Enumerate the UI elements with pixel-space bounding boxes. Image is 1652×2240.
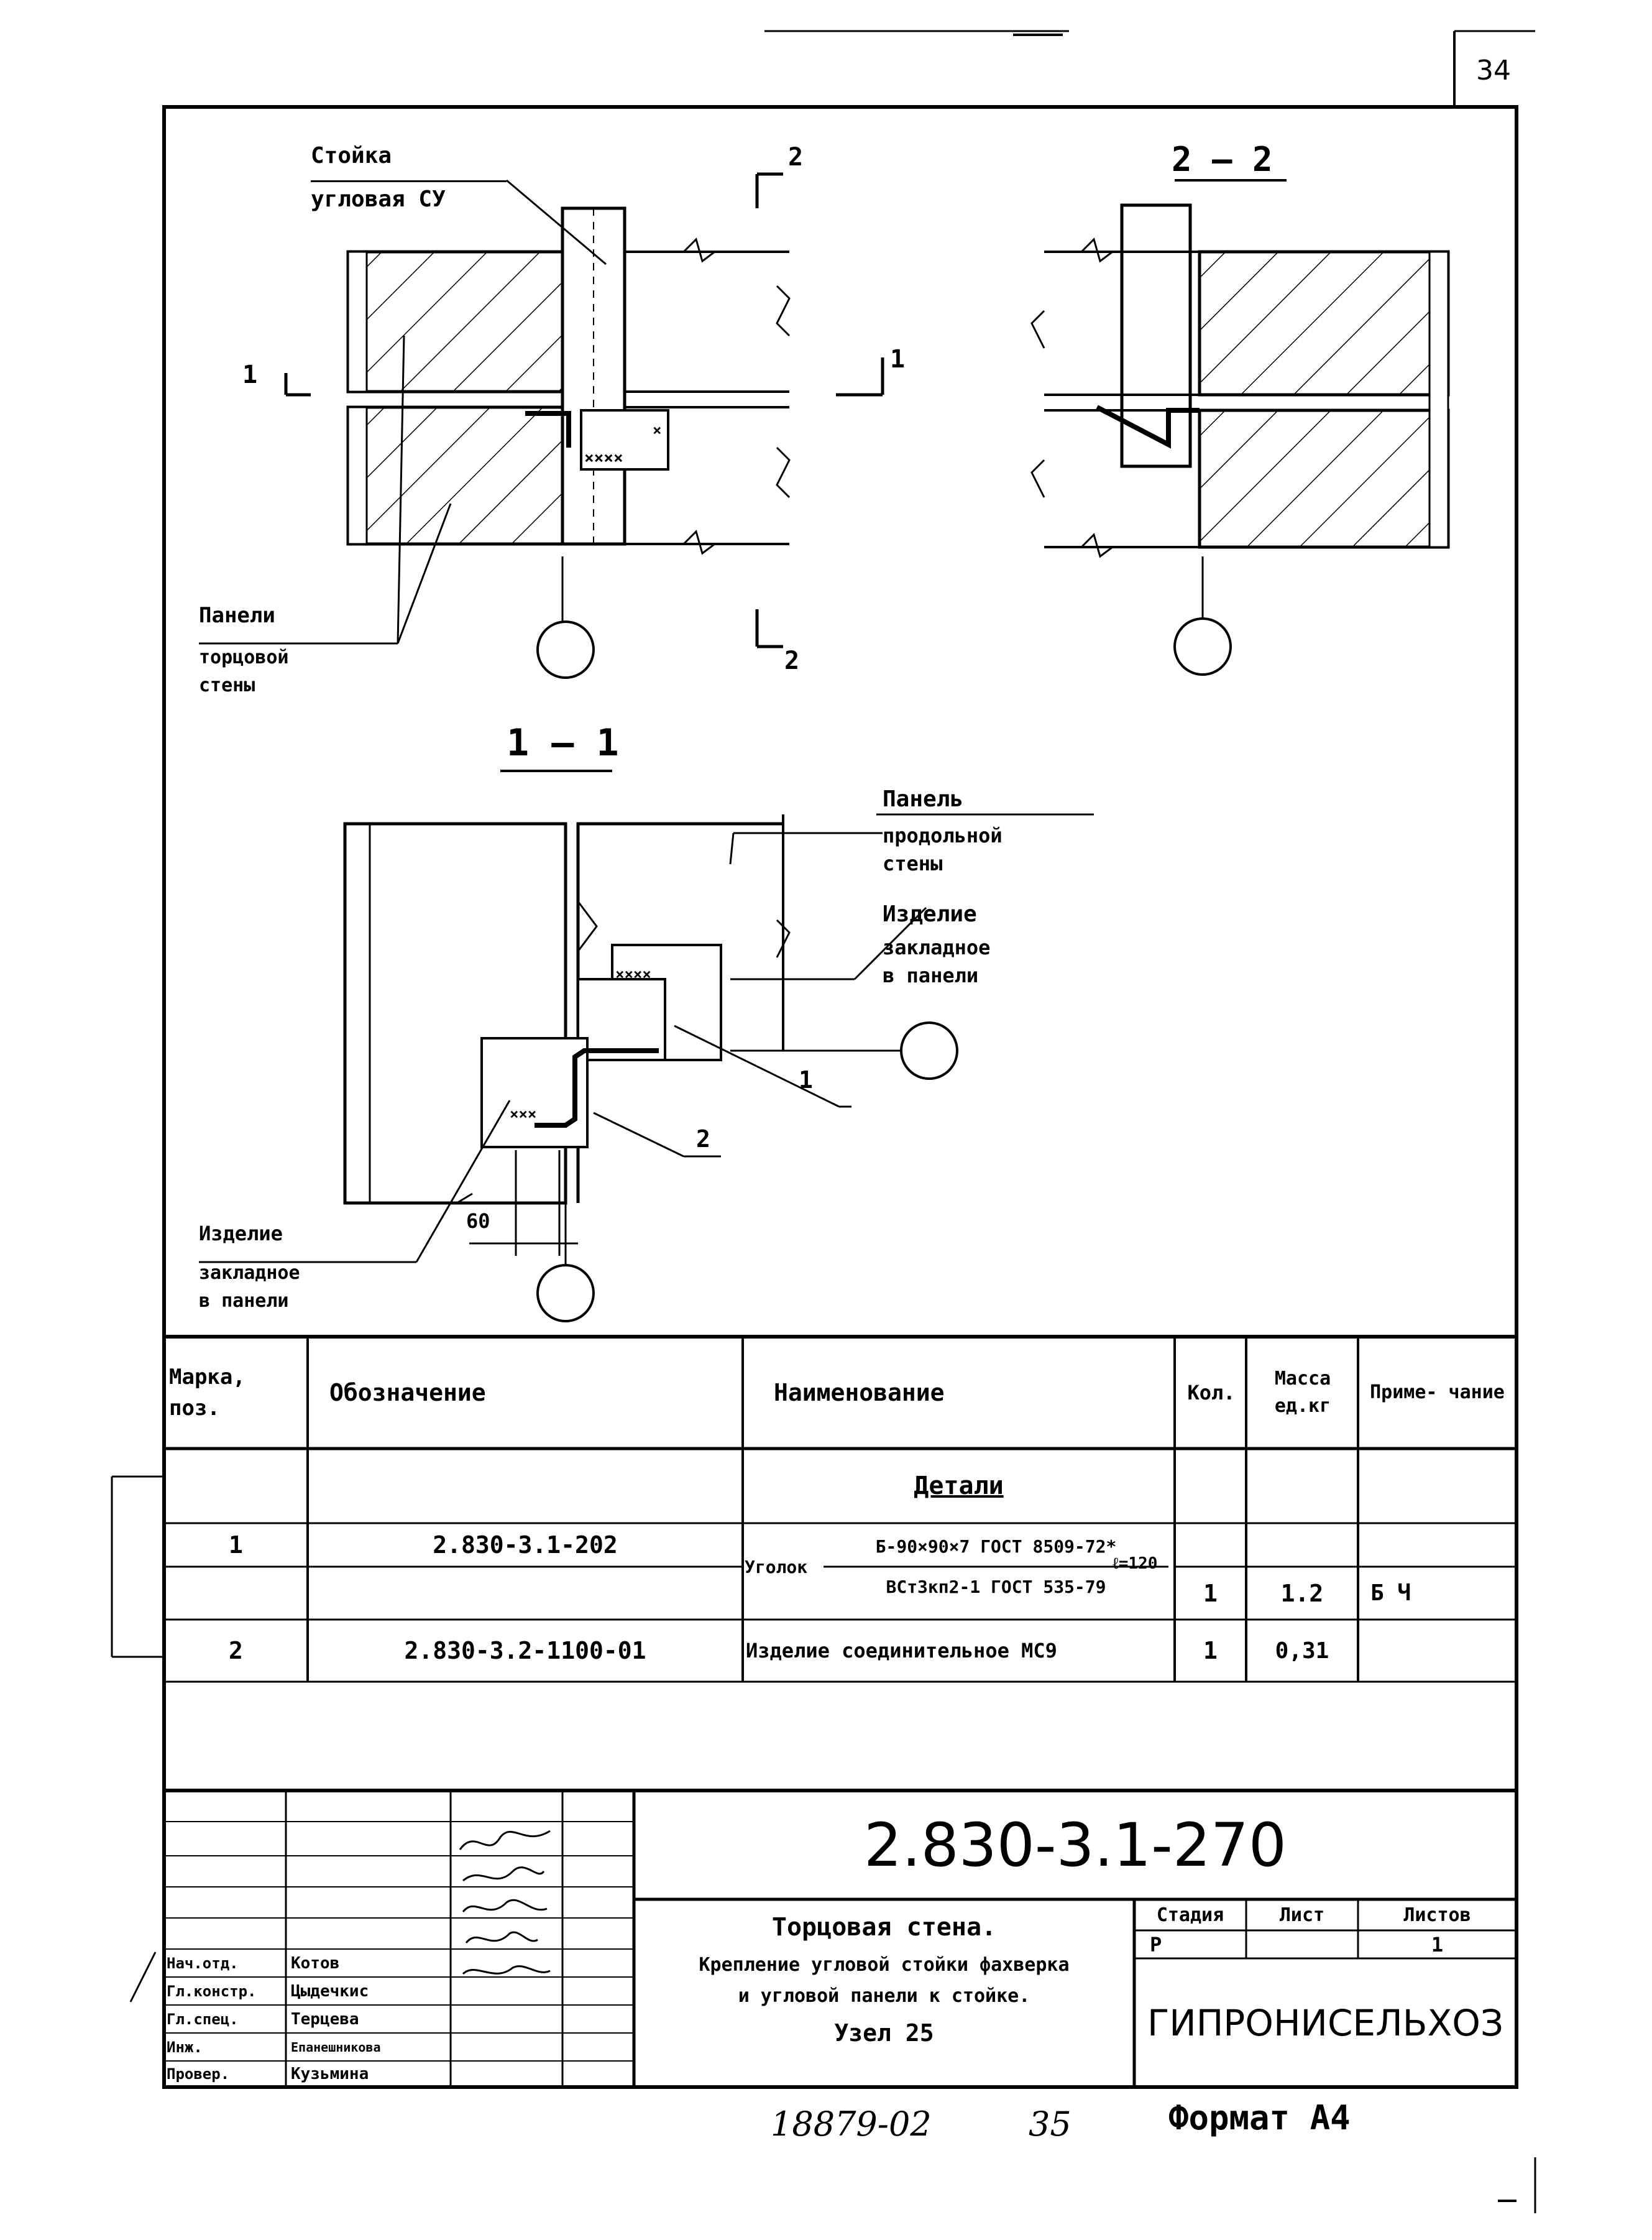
- handwritten-number: 18879-02: [771, 2104, 932, 2144]
- label-post-line1: Стойка: [311, 143, 392, 168]
- header-qty: Кол.: [1187, 1381, 1236, 1404]
- section-1-1-drawing: ×××× ×××: [199, 770, 1094, 1322]
- callout-2: 2: [696, 1125, 710, 1153]
- stage-label: Стадия: [1156, 1904, 1224, 1926]
- header-designation: Обозначение: [329, 1379, 486, 1406]
- row1-name-length: ℓ=120: [1113, 1554, 1158, 1573]
- section-2-2-drawing: [1030, 179, 1450, 676]
- cut-mark-2-bottom: 2: [784, 647, 800, 675]
- label-post-underline: [311, 180, 507, 182]
- row1-name-top: Б-90×90×7 ГОСТ 8509-72*: [875, 1536, 1117, 1557]
- row2-designation: 2.830-3.2-1100-01: [404, 1637, 646, 1664]
- row1-name-prefix: Уголок: [745, 1556, 808, 1577]
- page-reference: 35: [1029, 2104, 1072, 2144]
- header-mass: Масса ед.кг: [1274, 1368, 1331, 1417]
- header-name: Наименование: [774, 1379, 945, 1406]
- role-5: Провер.: [167, 2065, 230, 2083]
- svg-text:×: ×: [653, 422, 661, 439]
- label-embed-left-3: в панели: [199, 1290, 289, 1312]
- svg-text:××××: ××××: [584, 449, 623, 468]
- label-post-line2: угловая СУ: [311, 187, 446, 212]
- title-line-1: Торцовая стена.: [771, 1913, 997, 1942]
- row1-name-bottom: ВСт3кп2-1 ГОСТ 535-79: [886, 1577, 1106, 1597]
- label-embed-left-2: закладное: [199, 1262, 300, 1284]
- sheets-value: 1: [1431, 1932, 1444, 1957]
- name-3: Терцева: [291, 2009, 359, 2029]
- section-title-2-2: 2 – 2: [1172, 140, 1273, 179]
- label-embed-right-2: закладное: [883, 936, 991, 959]
- row2-qty: 1: [1203, 1637, 1218, 1664]
- cut-mark-2-top: 2: [788, 143, 804, 172]
- section-title-details: Детали: [914, 1472, 1004, 1500]
- label-embed-left-1: Изделие: [199, 1222, 283, 1245]
- role-3: Гл.спец.: [167, 2010, 239, 2028]
- label-end-panel-1: Панели: [199, 603, 275, 628]
- format-label: Формат А4: [1168, 2098, 1351, 2137]
- title-block-grid: [164, 1789, 1517, 2087]
- label-embed-right-3: в панели: [883, 964, 979, 987]
- title-line-2: Крепление угловой стойки фахверка: [699, 1953, 1070, 1976]
- row1-qty: 1: [1203, 1579, 1218, 1607]
- row2-mass: 0,31: [1275, 1638, 1329, 1664]
- svg-text:××××: ××××: [615, 966, 651, 983]
- name-1: Котов: [291, 1953, 340, 1973]
- label-end-panel-3: стены: [199, 675, 255, 696]
- role-1: Нач.отд.: [167, 1954, 239, 1972]
- sheet-value: [1246, 1930, 1358, 1958]
- row1-note: Б Ч: [1370, 1580, 1411, 1606]
- label-long-panel-1: Панель: [883, 786, 964, 812]
- row1-designation: 2.830-3.1-202: [433, 1531, 618, 1559]
- cut-mark-1-left: 1: [242, 361, 258, 389]
- label-long-panel-2: продольной: [883, 824, 1003, 847]
- spec-table-grid: [164, 1335, 1517, 1683]
- svg-text:×××: ×××: [510, 1105, 536, 1123]
- label-embed-right-1: Изделие: [883, 901, 977, 927]
- row1-mark: 1: [229, 1531, 243, 1559]
- name-2: Цыдечкис: [291, 1981, 369, 2001]
- organization: ГИПРОНИСЕЛЬХОЗ: [1147, 2001, 1504, 2044]
- header-mark: Марка, поз.: [169, 1365, 246, 1421]
- callout-1: 1: [799, 1066, 813, 1094]
- cut-mark-1-right: 1: [890, 345, 906, 374]
- title-line-3: и угловой панели к стойке.: [738, 1984, 1030, 2007]
- section-title-1-1: 1 — 1: [507, 721, 619, 765]
- stage-value: Р: [1150, 1932, 1162, 1957]
- label-long-panel-3: стены: [883, 852, 943, 875]
- title-line-4: Узел 25: [834, 2019, 934, 2047]
- row2-name: Изделие соединительное МС9: [746, 1639, 1057, 1662]
- row2-mark: 2: [229, 1637, 243, 1664]
- signatures: [459, 1830, 551, 1975]
- role-2: Гл.констр.: [167, 1982, 257, 2000]
- role-4: Инж.: [167, 2038, 203, 2056]
- page-number: 34: [1476, 55, 1511, 86]
- page-frame: [162, 105, 1518, 2089]
- sheets-label: Листов: [1403, 1904, 1471, 1926]
- document-number: 2.830-3.1-270: [863, 1810, 1287, 1880]
- label-end-panel-2: торцовой: [199, 647, 289, 668]
- header-note: Приме- чание: [1370, 1381, 1505, 1403]
- name-4: Епанешникова: [291, 2039, 381, 2055]
- row1-mass: 1.2: [1280, 1579, 1324, 1607]
- sheet-label: Лист: [1279, 1904, 1325, 1926]
- name-5: Кузьмина: [291, 2065, 369, 2083]
- dimension-60: 60: [466, 1209, 490, 1233]
- plan-view-drawing: ×××× ×: [199, 172, 884, 679]
